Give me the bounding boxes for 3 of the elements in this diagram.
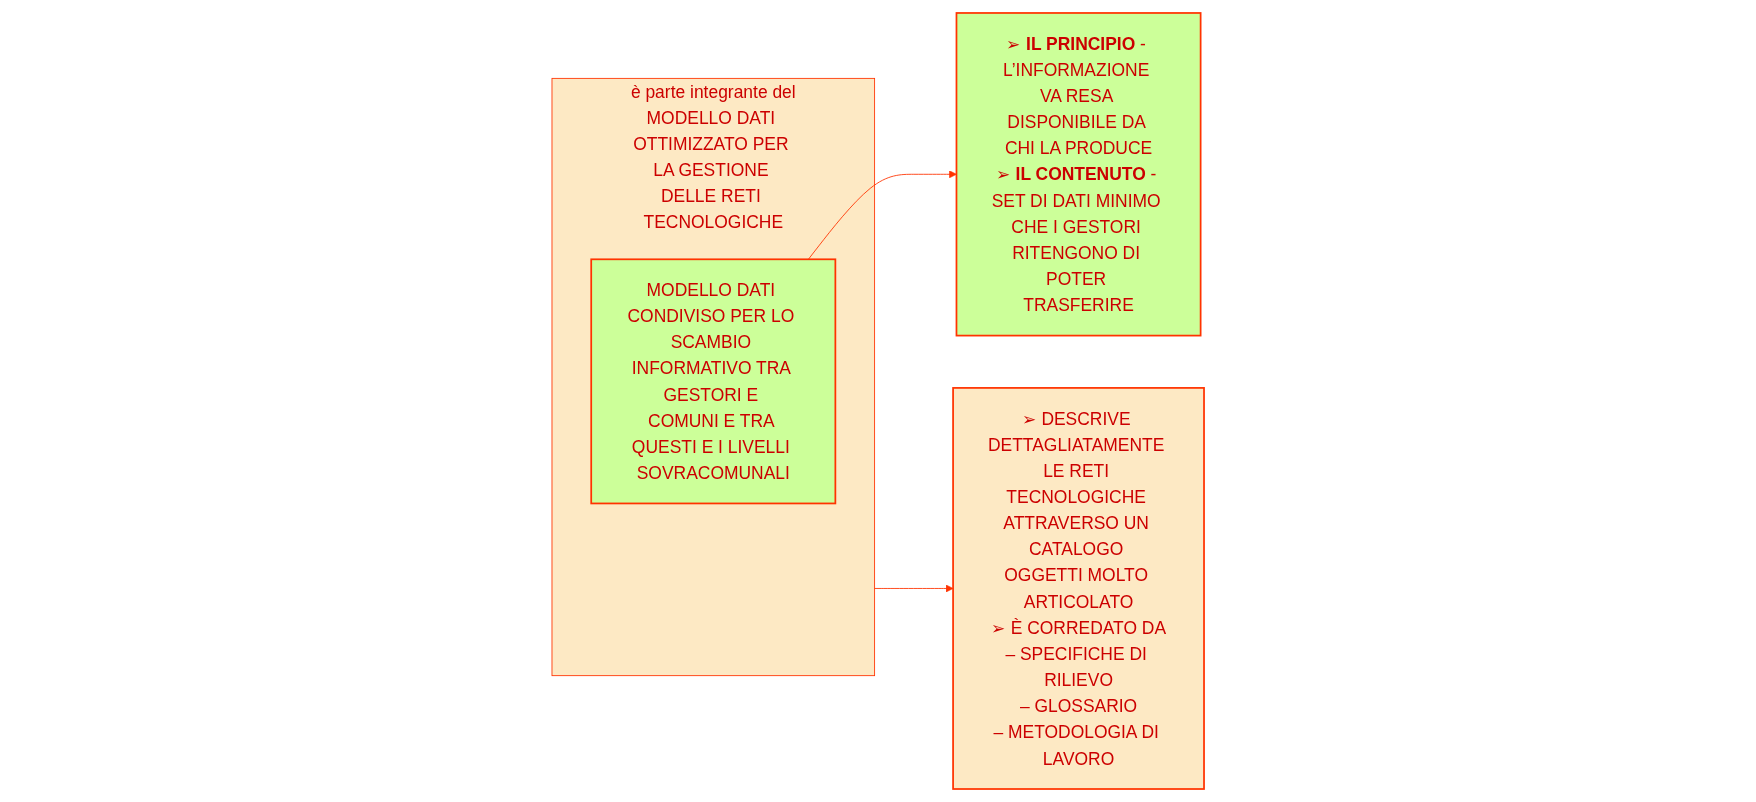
node-box: MODELLO DATI CONDIVISO PER LO SCAMBIO INFORMATIVO TRA GESTORI E COMUNI E TRA QUESTI E I LIVELLI SOVRACOMUNALI [590, 258, 837, 505]
node-box: ➢ IL PRINCIPIO - L’INFORMAZIONE VA RESA DISPONIBILE DA CHI LA PRODUCE ➢ IL CONTENUTO - SET DI DATI MINIMO CHE I GESTORI RITENGONO DI POTER TRASFERIRE [955, 12, 1202, 337]
node-box: ➢ DESCRIVE DETTAGLIATAMENTE LE RETI TECNOLOGICHE ATTRAVERSO UN CATALOGO OGGETTI MOLTO ARTICOLATO ➢ È CORREDATO DA – SPECIFICHE DI RILIEVO – GLOSSARIO – METODOLOGIA DI LAVORO [952, 387, 1205, 790]
